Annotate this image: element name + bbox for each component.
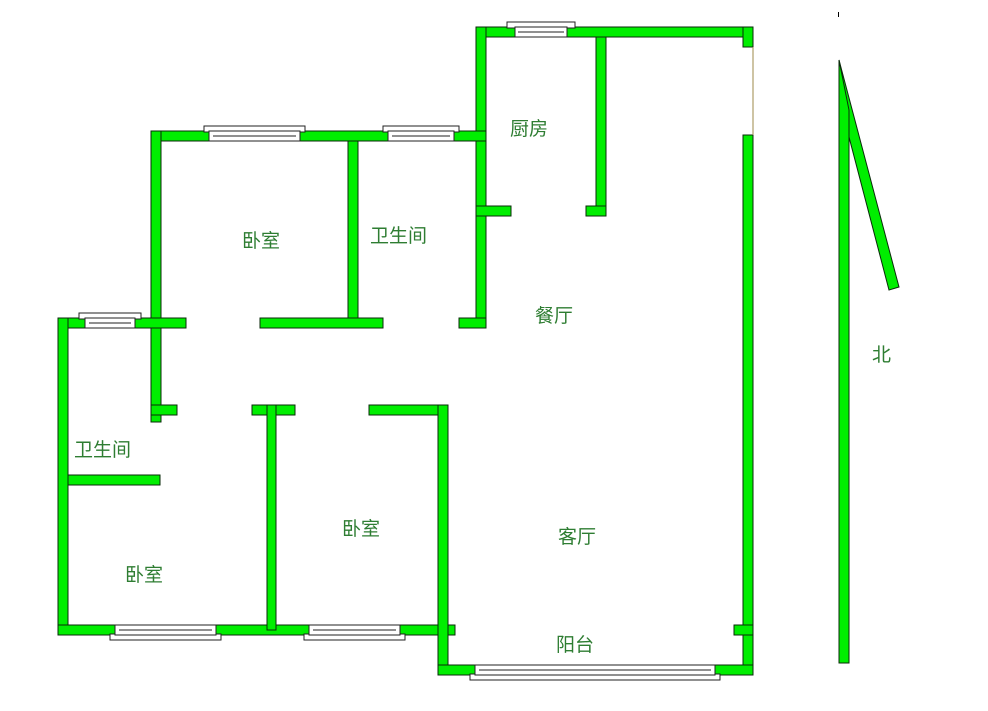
room-label-bedroom-bottom-middle: 卧室 (342, 518, 381, 540)
room-label-dining-room: 餐厅 (535, 305, 574, 327)
room-label-living-room: 客厅 (558, 526, 597, 548)
room-label-kitchen: 厨房 (510, 118, 549, 140)
compass-label-north: 北 (872, 344, 892, 366)
room-label-balcony: 阳台 (556, 634, 595, 656)
windows (78, 21, 721, 681)
room-label-bedroom-top: 卧室 (242, 230, 281, 252)
room-label-bedroom-bottom-left: 卧室 (125, 564, 164, 586)
room-label-bathroom-top: 卫生间 (370, 225, 428, 247)
north-arrow-icon (838, 12, 900, 664)
room-label-bathroom-left: 卫生间 (74, 439, 132, 461)
